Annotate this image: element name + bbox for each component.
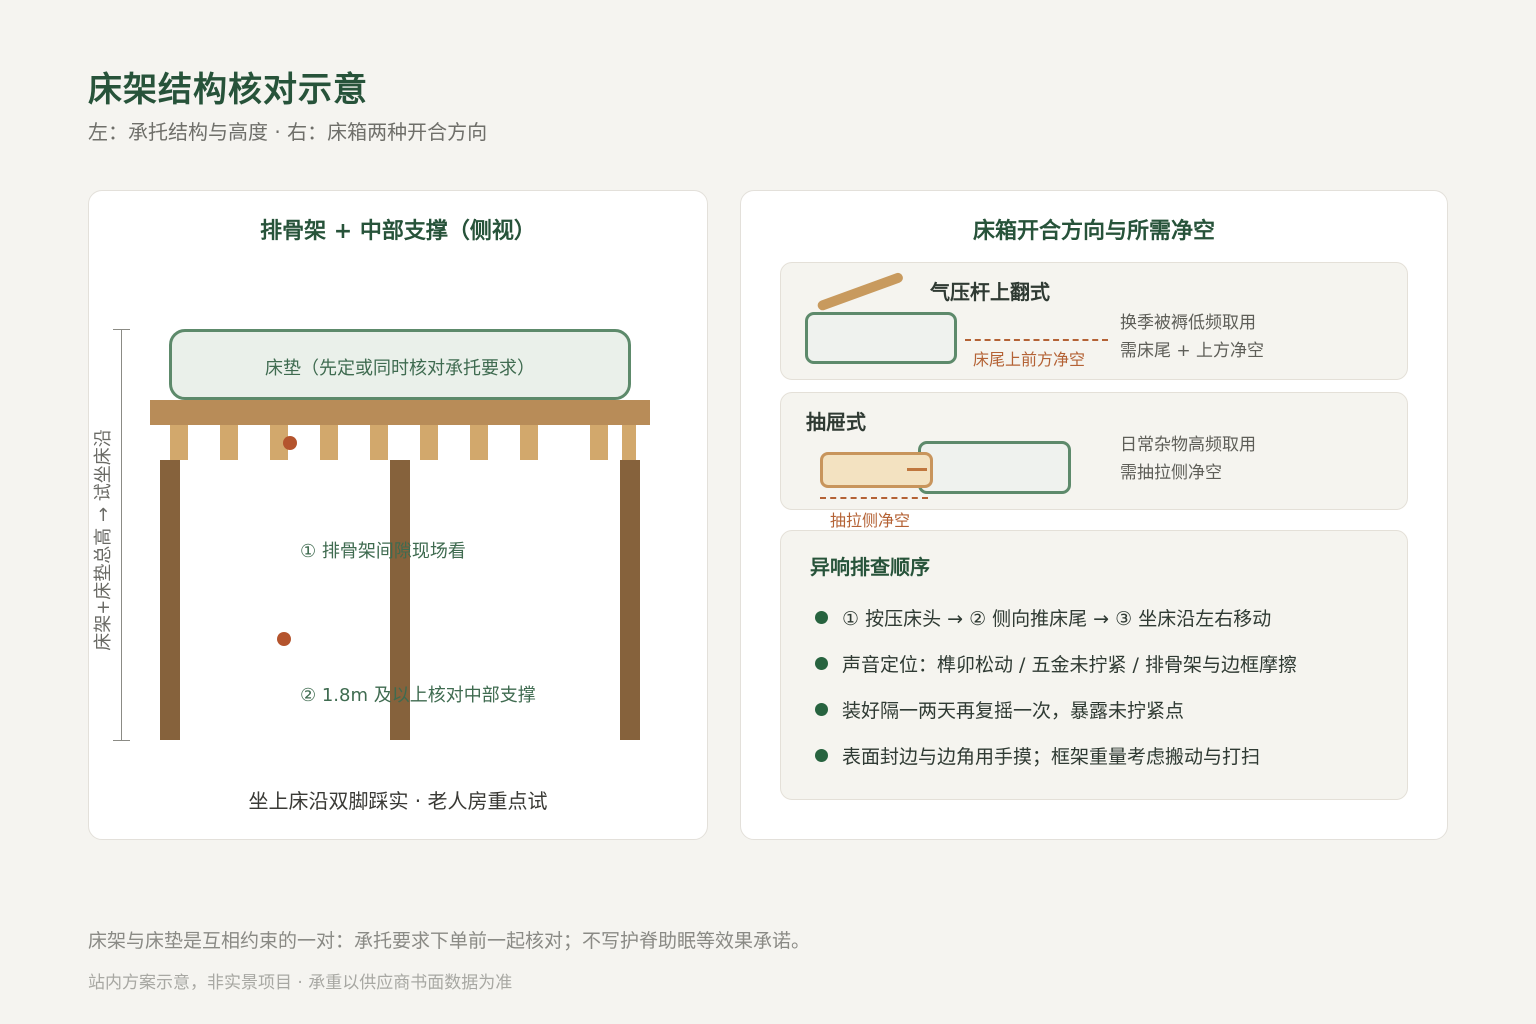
drawer-bed-box: [918, 441, 1071, 494]
left-leg: [160, 460, 180, 740]
height-dimension-line: [121, 330, 122, 740]
drawer-option-panel: [780, 392, 1408, 510]
drawer-clearance-label: 抽拉侧净空: [830, 511, 911, 530]
footer-disclaimer: 站内方案示意，非实景项目 · 承重以供应商书面数据为准: [88, 973, 513, 993]
slat: [370, 425, 388, 460]
left-card-title: 排骨架 + 中部支撑（侧视）: [260, 219, 536, 244]
mattress: 床垫（先定或同时核对承托要求）: [169, 329, 631, 400]
center-support-leg: [390, 460, 410, 740]
height-dimension-cap-top: [113, 329, 130, 330]
footer-note: 床架与床垫是互相约束的一对：承托要求下单前一起核对；不写护脊助眠等效果承诺。: [88, 930, 811, 952]
note-slat-gap: ① 排骨架间隙现场看: [300, 541, 466, 562]
bed-frame-rail: [150, 400, 650, 425]
noise-check-step: 声音定位：榫卯松动 / 五金未拧紧 / 排骨架与边框摩擦: [815, 650, 1297, 677]
note-center-support: ② 1.8m 及以上核对中部支撑: [300, 685, 536, 706]
slat: [320, 425, 338, 460]
page-subtitle: 左：承托结构与高度 · 右：床箱两种开合方向: [88, 120, 488, 144]
drawer-clearance-line: [820, 497, 928, 499]
slat: [622, 425, 636, 460]
drawer-desc-1: 日常杂物高频取用: [1120, 435, 1256, 455]
marker-dot-center-support: [277, 632, 291, 646]
gas-lift-title: 气压杆上翻式: [930, 280, 1050, 304]
mattress-label: 床垫（先定或同时核对承托要求）: [265, 358, 535, 379]
slat: [170, 425, 188, 460]
right-card-title: 床箱开合方向与所需净空: [972, 219, 1215, 244]
noise-check-step-text: 声音定位：榫卯松动 / 五金未拧紧 / 排骨架与边框摩擦: [842, 654, 1297, 676]
bullet-icon: [815, 611, 828, 624]
drawer-desc-2: 需抽拉侧净空: [1120, 463, 1222, 483]
noise-check-step: 装好隔一两天再复摇一次，暴露未拧紧点: [815, 696, 1184, 723]
noise-check-step: ① 按压床头 → ② 侧向推床尾 → ③ 坐床沿左右移动: [815, 604, 1271, 631]
gas-lift-desc-2: 需床尾 + 上方净空: [1120, 341, 1265, 361]
drawer-handle: [907, 468, 927, 471]
gas-lift-desc-1: 换季被褥低频取用: [1120, 313, 1256, 333]
noise-check-title: 异响排查顺序: [810, 555, 930, 579]
slat: [220, 425, 238, 460]
right-leg: [620, 460, 640, 740]
slat: [590, 425, 608, 460]
bullet-icon: [815, 749, 828, 762]
slat: [520, 425, 538, 460]
slat: [420, 425, 438, 460]
noise-check-step-text: 装好隔一两天再复摇一次，暴露未拧紧点: [842, 700, 1185, 722]
bullet-icon: [815, 657, 828, 670]
height-dimension-label: 床架+床垫总高 → 试坐床沿: [93, 429, 114, 651]
slat: [470, 425, 488, 460]
height-dimension-cap-bottom: [113, 740, 130, 741]
bullet-icon: [815, 703, 828, 716]
noise-check-step: 表面封边与边角用手摸；框架重量考虑搬动与打扫: [815, 742, 1260, 769]
gas-lift-clearance-label: 床尾上前方净空: [973, 350, 1086, 369]
noise-check-step-text: 表面封边与边角用手摸；框架重量考虑搬动与打扫: [842, 746, 1261, 768]
slat: [270, 425, 288, 460]
noise-check-panel: [780, 530, 1408, 800]
noise-check-step-text: ① 按压床头 → ② 侧向推床尾 → ③ 坐床沿左右移动: [842, 608, 1272, 630]
drawer-title: 抽屉式: [806, 410, 866, 434]
left-bottom-caption: 坐上床沿双脚踩实 · 老人房重点试: [248, 789, 548, 813]
marker-dot-slat-gap: [283, 436, 297, 450]
gas-lift-box: [805, 312, 957, 364]
page-title: 床架结构核对示意: [88, 70, 368, 110]
gas-lift-clearance-line: [965, 339, 1108, 341]
